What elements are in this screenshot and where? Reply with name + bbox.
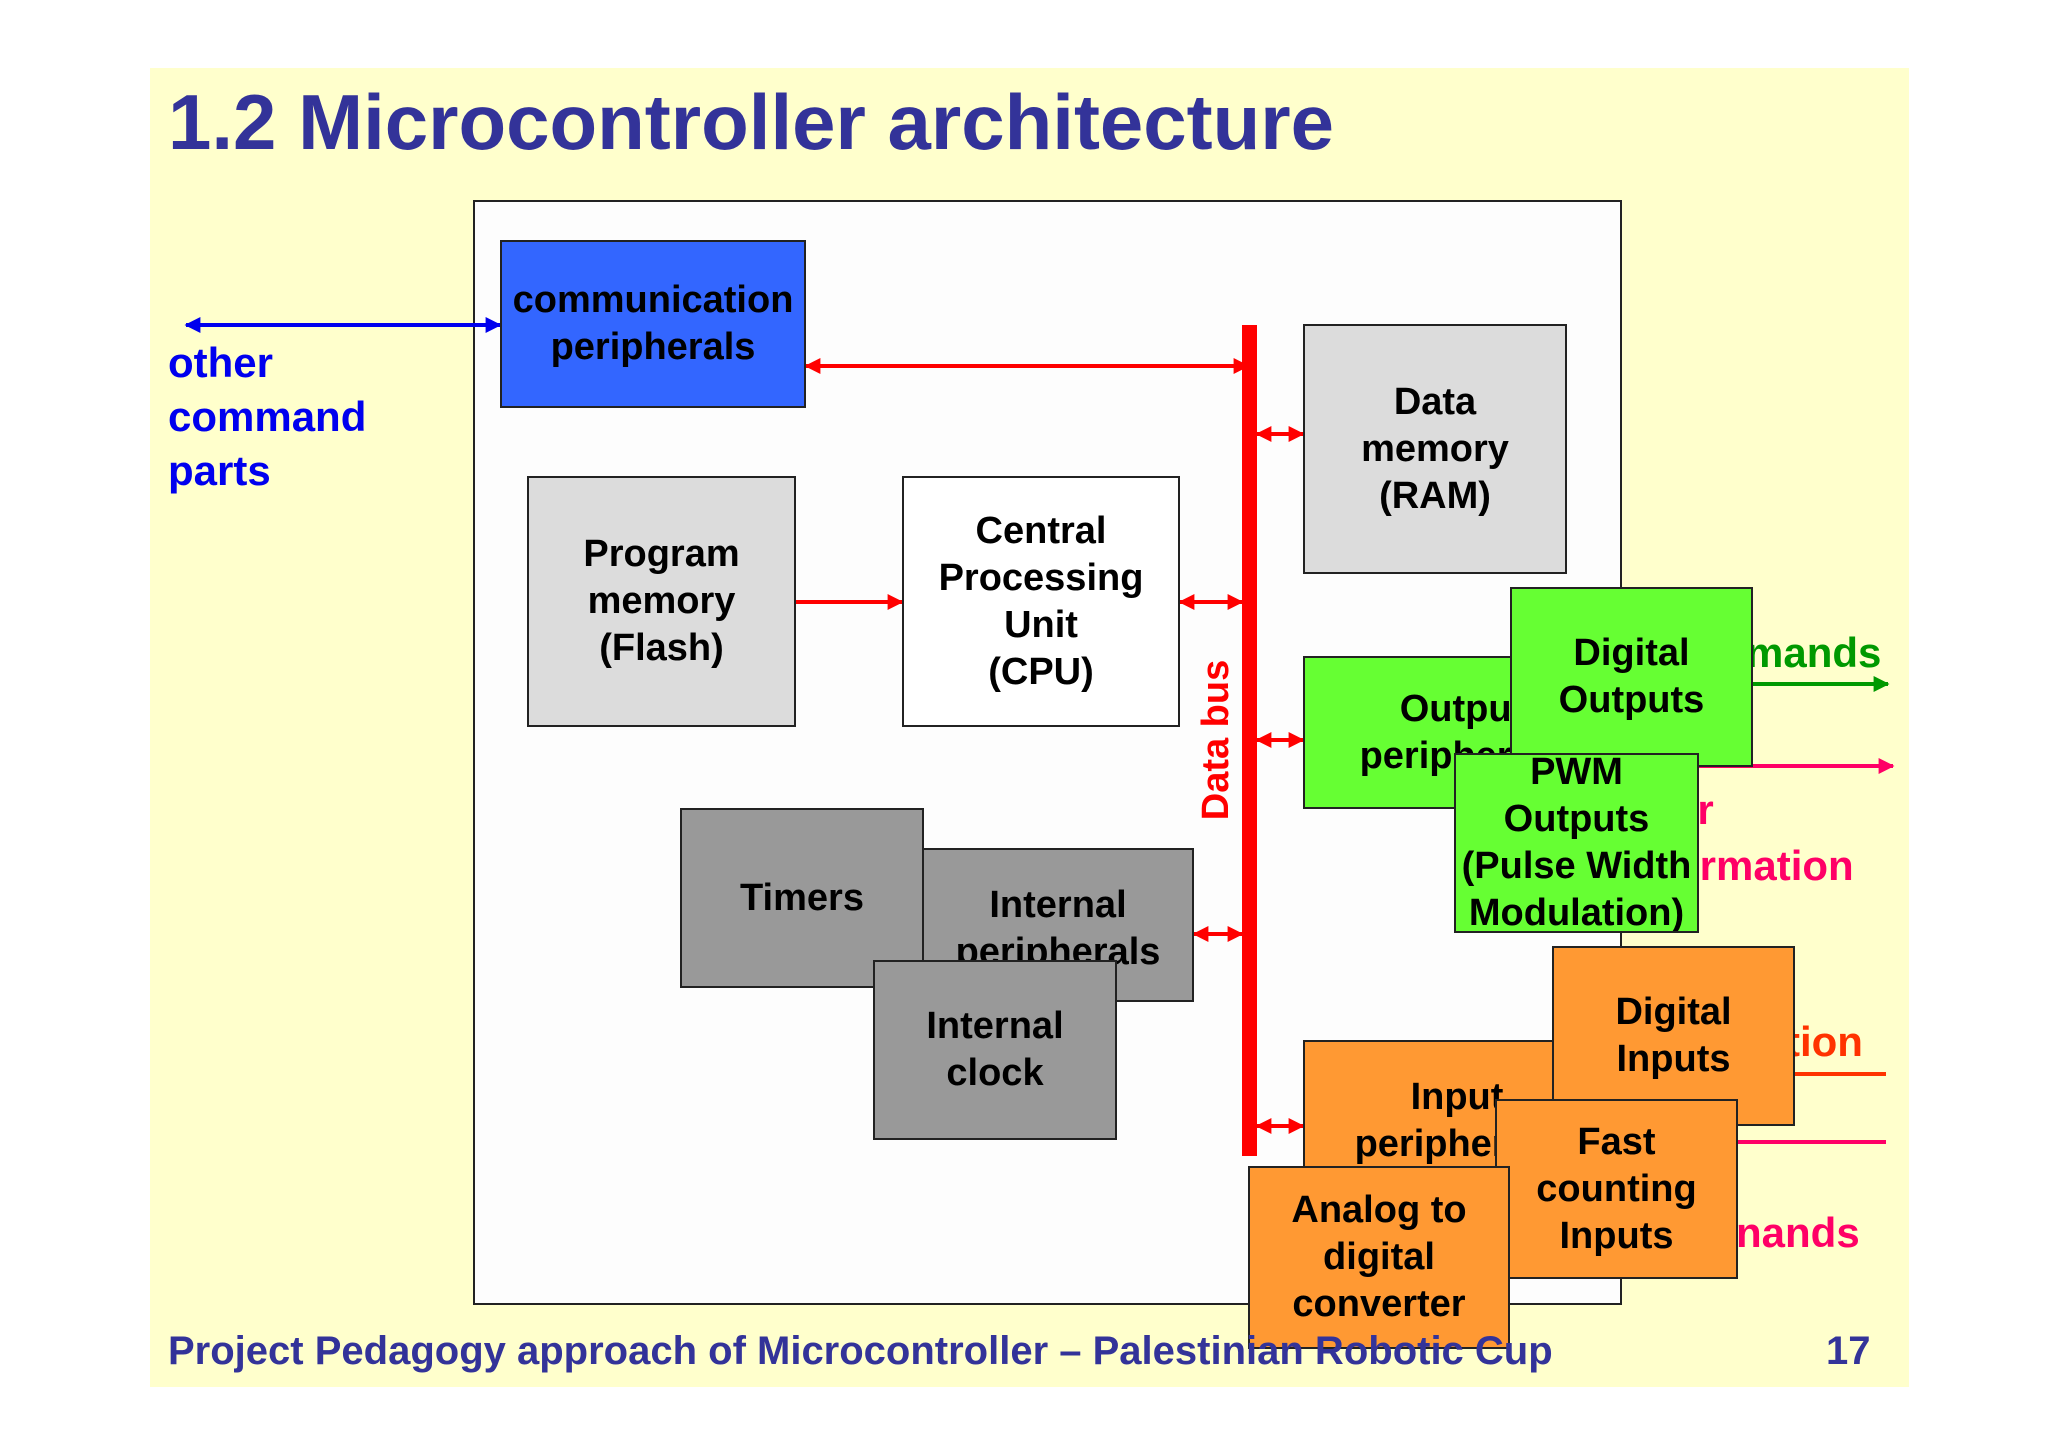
cpu-block: Central Processing Unit (CPU) xyxy=(902,476,1180,727)
data-bus-label: Data bus xyxy=(1195,660,1237,820)
digital-inputs-block: Digital Inputs xyxy=(1552,946,1795,1126)
timers-block: Timers xyxy=(680,808,924,988)
slide-footer: Project Pedagogy approach of Microcontro… xyxy=(168,1329,1553,1373)
information-input-label: tion xyxy=(1786,1018,1863,1065)
other-command-parts-label: other command parts xyxy=(168,339,367,494)
communication-peripherals-block: communication peripherals xyxy=(500,240,806,408)
fast-counting-inputs-block: Fast counting Inputs xyxy=(1495,1099,1738,1279)
pwm-outputs-block: PWM Outputs (Pulse Width Modulation) xyxy=(1454,753,1699,933)
internal-clock-block: Internal clock xyxy=(873,960,1117,1140)
slide-title: 1.2 Microcontroller architecture xyxy=(168,78,1335,166)
page-number: 17 xyxy=(1826,1329,1871,1373)
program-memory-block: Program memory (Flash) xyxy=(527,476,796,727)
digital-outputs-block: Digital Outputs xyxy=(1510,587,1753,767)
commands-input-label: nands xyxy=(1736,1209,1860,1256)
data-bus xyxy=(1242,325,1257,1156)
data-memory-block: Data memory (RAM) xyxy=(1303,324,1567,574)
analog-to-digital-converter-block: Analog to digital converter xyxy=(1248,1166,1510,1349)
commands-output-label: mands xyxy=(1746,629,1882,676)
